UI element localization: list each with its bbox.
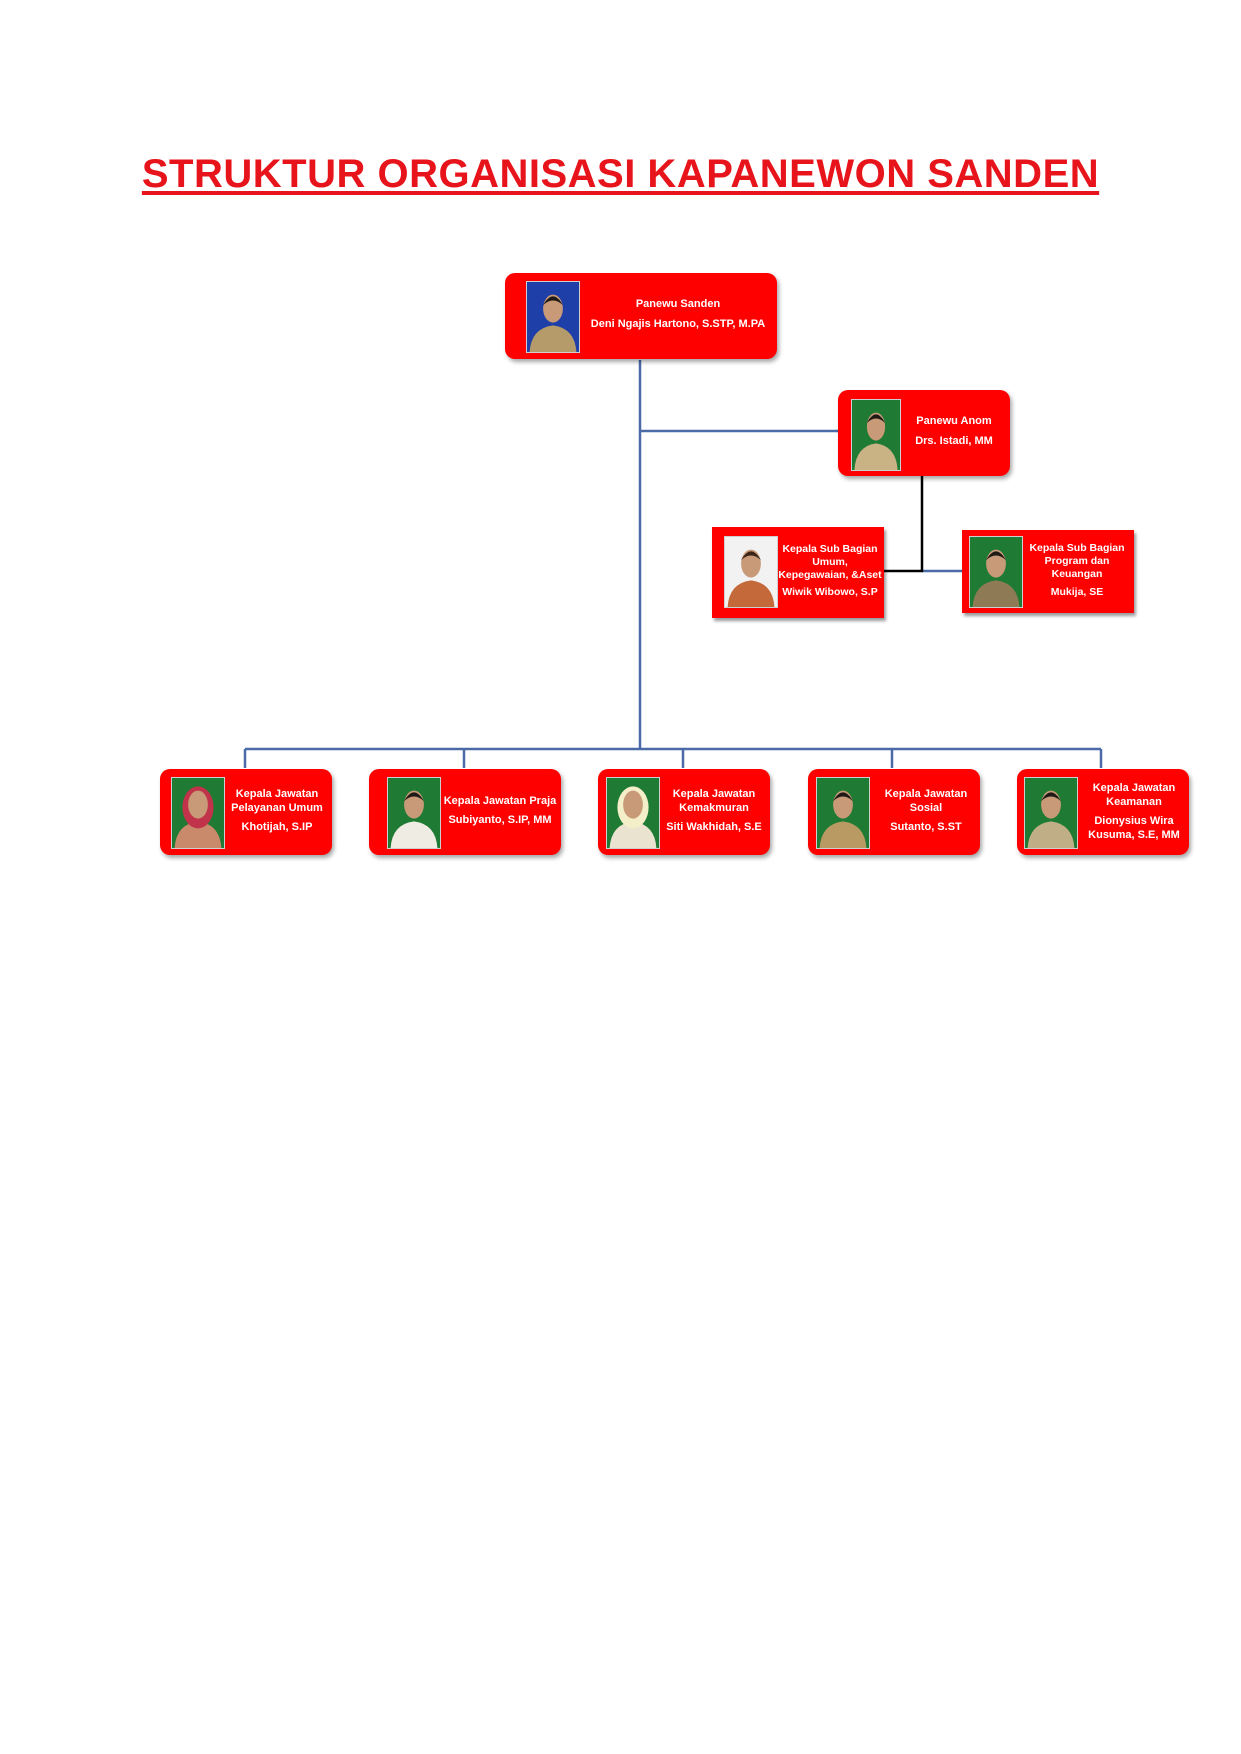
- node-name: Siti Wakhidah, S.E: [666, 821, 762, 833]
- portrait-image: [725, 537, 777, 607]
- node-kemakmuran: Kepala Jawatan Kemakmuran Siti Wakhidah,…: [598, 769, 770, 855]
- node-name: Mukija, SE: [1050, 586, 1104, 598]
- avatar-panewu: [526, 281, 580, 353]
- node-role: Kepala Jawatan Kemakmuran: [672, 788, 756, 814]
- avatar-pelayanan: [171, 777, 225, 849]
- node-role: Kepala Jawatan Pelayanan Umum: [231, 788, 323, 814]
- node-role: Kepala Jawatan Sosial: [884, 788, 968, 814]
- node-sosial: Kepala Jawatan Sosial Sutanto, S.ST: [808, 769, 980, 855]
- avatar-sosial: [816, 777, 870, 849]
- node-name: Dionysius Wira Kusuma, S.E, MM: [1088, 815, 1180, 841]
- avatar-keamanan: [1024, 777, 1078, 849]
- node-pelayanan: Kepala Jawatan Pelayanan Umum Khotijah, …: [160, 769, 332, 855]
- portrait-image: [970, 537, 1022, 607]
- portrait-image: [527, 282, 579, 352]
- avatar-kemakmuran: [606, 777, 660, 849]
- node-role: Panewu Anom: [916, 415, 992, 427]
- node-name: Khotijah, S.IP: [241, 821, 313, 833]
- portrait-image: [607, 778, 659, 848]
- avatar-anom: [851, 399, 901, 471]
- node-role: Kepala Jawatan Keamanan: [1092, 782, 1176, 808]
- node-name: Wiwik Wibowo, S.P: [782, 586, 878, 598]
- node-role: Panewu Sanden: [635, 298, 721, 310]
- page-title: STRUKTUR ORGANISASI KAPANEWON SANDEN: [141, 152, 1100, 196]
- avatar-praja: [387, 777, 441, 849]
- avatar-program: [969, 536, 1023, 608]
- node-role: Kepala Jawatan Praja: [443, 795, 557, 807]
- node-name: Deni Ngajis Hartono, S.STP, M.PA: [590, 318, 766, 330]
- portrait-image: [388, 778, 440, 848]
- node-role: Kepala Sub Bagian Umum, Kepegawaian, &As…: [778, 543, 882, 581]
- node-name: Subiyanto, S.IP, MM: [448, 814, 552, 826]
- avatar-umum: [724, 536, 778, 608]
- portrait-image: [172, 778, 224, 848]
- portrait-image: [817, 778, 869, 848]
- portrait-image: [1025, 778, 1077, 848]
- node-panewu: Panewu Sanden Deni Ngajis Hartono, S.STP…: [505, 273, 777, 359]
- node-subbag-program: Kepala Sub Bagian Program dan Keuangan M…: [962, 530, 1134, 613]
- node-role: Kepala Sub Bagian Program dan Keuangan: [1029, 542, 1125, 580]
- portrait-image: [852, 400, 900, 470]
- node-subbag-umum: Kepala Sub Bagian Umum, Kepegawaian, &As…: [712, 527, 884, 618]
- node-keamanan: Kepala Jawatan Keamanan Dionysius Wira K…: [1017, 769, 1189, 855]
- node-name: Drs. Istadi, MM: [915, 435, 993, 447]
- node-name: Sutanto, S.ST: [890, 821, 962, 833]
- node-anom: Panewu Anom Drs. Istadi, MM: [838, 390, 1010, 476]
- node-praja: Kepala Jawatan Praja Subiyanto, S.IP, MM: [369, 769, 561, 855]
